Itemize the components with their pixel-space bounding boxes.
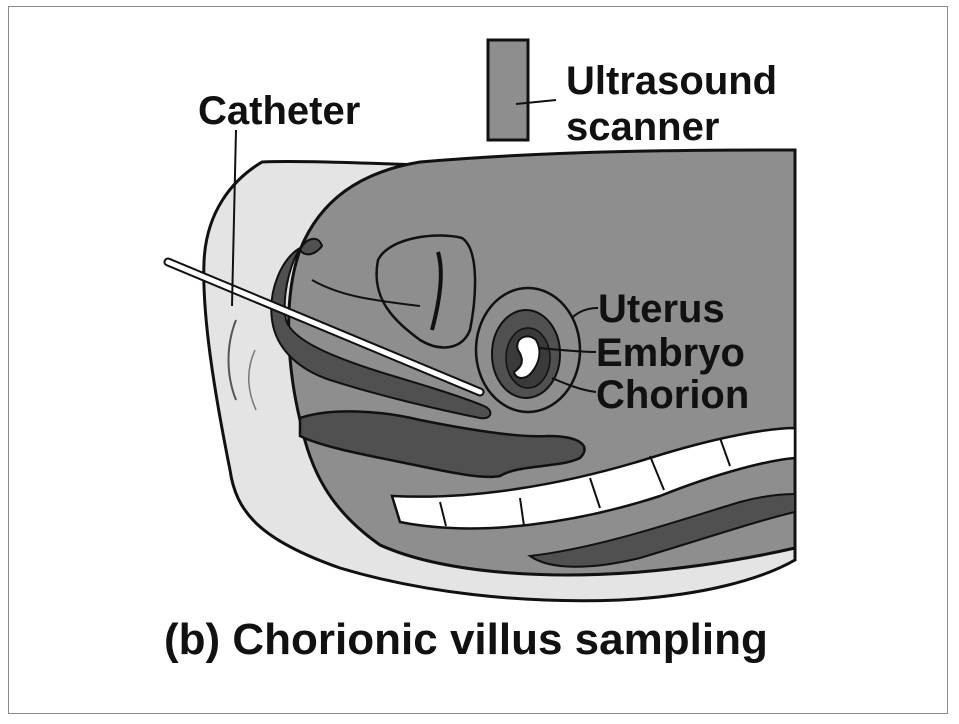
uterus-label: Uterus: [598, 287, 725, 331]
chorion-label: Chorion: [596, 373, 749, 417]
scanner-label: scanner: [566, 105, 719, 149]
embryo-label: Embryo: [596, 331, 745, 375]
figure-caption: (b) Chorionic villus sampling: [164, 615, 768, 664]
ultrasound-scanner: [488, 40, 528, 140]
catheter-label: Catheter: [198, 89, 360, 133]
ultrasound-label: Ultrasound: [566, 59, 777, 103]
